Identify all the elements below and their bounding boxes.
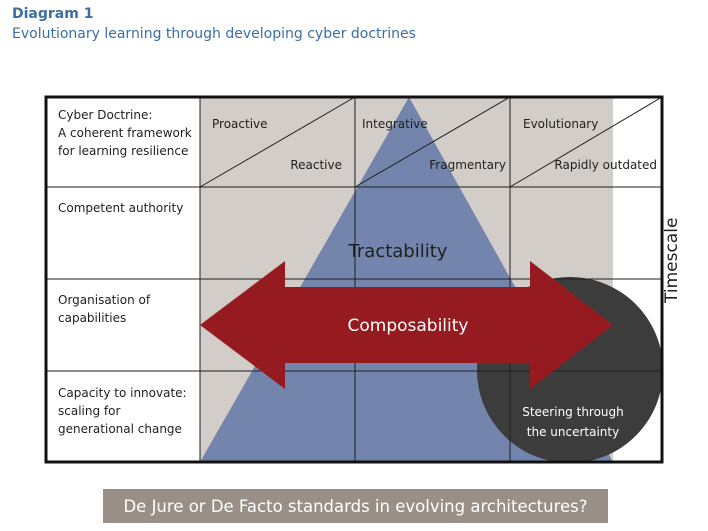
matrix-frame xyxy=(44,95,664,464)
matrix-grid xyxy=(46,97,662,462)
header-diagonals xyxy=(199,96,663,188)
steering-label-line2: the uncertainty xyxy=(527,425,619,439)
col-label-integrative: Integrative xyxy=(362,117,428,131)
composability-label: Composability xyxy=(348,316,469,336)
row-label-innovate-line3: generational change xyxy=(58,422,182,436)
row-label-innovate-line2: scaling for xyxy=(58,404,120,418)
col-label-proactive: Proactive xyxy=(212,117,268,131)
row-label-doctrine-line2: A coherent framework xyxy=(58,126,192,140)
row-label-innovate-line1: Capacity to innovate: xyxy=(58,386,187,400)
footer-banner: De Jure or De Facto standards in evolvin… xyxy=(103,489,608,523)
steering-label-line1: Steering through xyxy=(522,405,624,419)
col-label-fragmentary: Fragmentary xyxy=(429,158,506,172)
diagram-subtitle: Evolutionary learning through developing… xyxy=(12,26,416,42)
col-label-rapidly-outdated: Rapidly outdated xyxy=(554,158,657,172)
diagram-number: Diagram 1 xyxy=(12,6,94,22)
row-label-doctrine-line1: Cyber Doctrine: xyxy=(58,108,152,122)
row-label-organisation-line1: Organisation of xyxy=(58,293,151,307)
tractability-label: Tractability xyxy=(348,241,448,262)
composability-arrow xyxy=(200,261,613,389)
col-label-evolutionary: Evolutionary xyxy=(523,117,598,131)
col-label-reactive: Reactive xyxy=(290,158,342,172)
row-label-authority: Competent authority xyxy=(58,201,183,215)
row-label-doctrine-line3: for learning resilience xyxy=(58,144,188,158)
row-label-organisation-line2: capabilities xyxy=(58,311,126,325)
timescale-label: Timescale xyxy=(662,217,682,303)
